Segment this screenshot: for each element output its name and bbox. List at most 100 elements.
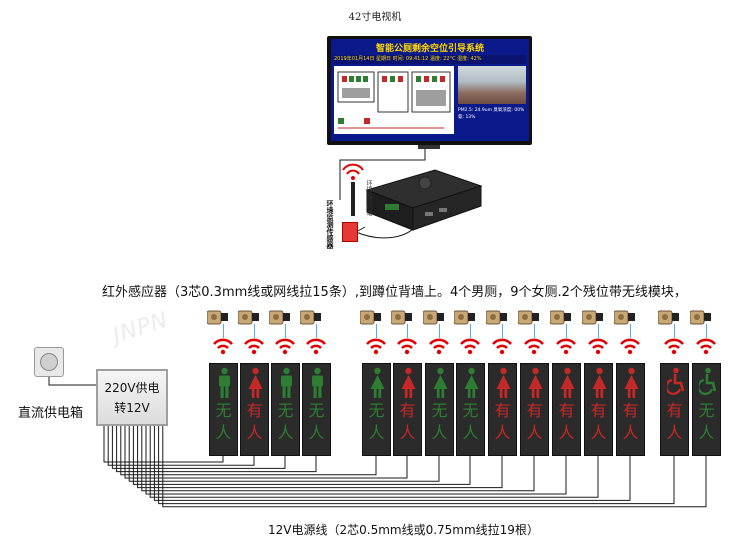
panel-status-char-1: 有	[246, 401, 263, 420]
female-icon	[464, 367, 479, 398]
stall-status-panel: 有人	[552, 363, 581, 456]
stall-status-panel: 有人	[616, 363, 645, 456]
panel-status-char-2: 人	[558, 423, 575, 442]
tv-stand	[418, 145, 440, 149]
infrared-sensor-icon	[582, 310, 603, 325]
tv-data-line: PM2.5: 24.9um 臭氧浓度: 00%	[458, 108, 525, 113]
wheelchair-icon	[699, 367, 716, 395]
controller-box	[365, 169, 483, 231]
sensor-wire	[470, 324, 471, 338]
power-caption: 12V电源线（2芯0.5mm线或0.75mm线拉19根）	[268, 523, 539, 537]
sensor-wire	[502, 324, 503, 338]
wifi-signal-icon	[244, 338, 264, 355]
wheelchair-icon	[667, 367, 684, 395]
stall-status-panel: 无人	[209, 363, 238, 456]
sensor-wire	[706, 324, 707, 338]
wifi-signal-icon	[620, 338, 640, 355]
male-icon	[312, 367, 323, 398]
antenna	[342, 163, 364, 216]
infrared-sensor-icon	[300, 310, 321, 325]
sensor-wire	[566, 324, 567, 338]
wifi-signal-icon	[429, 338, 449, 355]
panel-status-char-1: 有	[494, 401, 511, 420]
psu-line-2: 转12V	[114, 401, 150, 415]
stall-status-panel: 无人	[302, 363, 331, 456]
female-icon	[401, 367, 416, 398]
sensor-wire	[407, 324, 408, 338]
panel-status-char-1: 无	[215, 401, 232, 420]
stall-status-panel: 有人	[660, 363, 689, 456]
sensor-wire	[285, 324, 286, 338]
panel-status-char-2: 人	[368, 423, 385, 442]
panel-status-char-1: 有	[526, 401, 543, 420]
wifi-signal-icon	[696, 338, 716, 355]
env-sensor-label: 环境监测传感器	[326, 200, 334, 249]
wifi-signal-icon	[588, 338, 608, 355]
panel-status-char-1: 有	[558, 401, 575, 420]
power-outlet-icon	[34, 347, 64, 377]
infrared-sensor-icon	[614, 310, 635, 325]
infrared-sensor-icon	[360, 310, 381, 325]
power-supply-box: 220V供电 转12V	[96, 369, 168, 426]
panel-status-char-2: 人	[215, 423, 232, 442]
sensor-wire	[439, 324, 440, 338]
sensor-wire	[630, 324, 631, 338]
infrared-sensor-icon	[238, 310, 259, 325]
stall-status-panel: 无人	[456, 363, 485, 456]
wifi-signal-icon	[397, 338, 417, 355]
tv-caption: 42寸电视机	[348, 12, 402, 23]
stall-status-panel: 无人	[271, 363, 300, 456]
panel-status-char-1: 无	[308, 401, 325, 420]
tv-toilet-photo	[458, 66, 526, 104]
stall-status-panel: 有人	[520, 363, 549, 456]
infrared-sensor-icon	[454, 310, 475, 325]
floor-map-drawing	[337, 71, 451, 129]
wifi-signal-icon	[664, 338, 684, 355]
panel-status-char-2: 人	[666, 423, 683, 442]
env-terminal-label: 环境监测终端	[365, 180, 372, 216]
sensor-wire	[254, 324, 255, 338]
panel-status-char-1: 有	[666, 401, 683, 420]
panel-status-char-2: 人	[431, 423, 448, 442]
panel-status-char-1: 无	[431, 401, 448, 420]
stall-status-panel: 无人	[692, 363, 721, 456]
panel-status-char-1: 有	[622, 401, 639, 420]
panel-status-char-1: 有	[590, 401, 607, 420]
panel-status-char-2: 人	[308, 423, 325, 442]
wifi-signal-icon	[306, 338, 326, 355]
infrared-sensor-icon	[550, 310, 571, 325]
female-icon	[624, 367, 639, 398]
wifi-signal-icon	[213, 338, 233, 355]
wifi-signal-icon	[460, 338, 480, 355]
female-icon	[560, 367, 575, 398]
tv-data-panel: PM2.5: 24.9um 臭氧浓度: 00% 氨: 13%	[458, 107, 526, 121]
stall-status-panel: 无人	[425, 363, 454, 456]
infrared-sensor-icon	[269, 310, 290, 325]
infrared-sensor-icon	[207, 310, 228, 325]
env-sensor-box	[342, 222, 358, 242]
panel-status-char-2: 人	[246, 423, 263, 442]
tv-data-line: 氨: 13%	[458, 115, 476, 120]
wifi-signal-icon	[275, 338, 295, 355]
tv-screen: 智能公厕剩余空位引导系统 2019年01月14日 星期日 时间: 09:41:1…	[331, 39, 529, 141]
female-icon	[592, 367, 607, 398]
tv-screen-title: 智能公厕剩余空位引导系统	[375, 44, 484, 54]
panel-status-char-2: 人	[622, 423, 639, 442]
panel-status-char-1: 无	[698, 401, 715, 420]
stall-status-panel: 有人	[488, 363, 517, 456]
panel-status-char-1: 无	[277, 401, 294, 420]
panel-status-char-2: 人	[462, 423, 479, 442]
wifi-signal-icon	[556, 338, 576, 355]
sensor-wire	[598, 324, 599, 338]
female-icon	[248, 367, 263, 398]
tv-info-bar: 2019年01月14日 星期日 时间: 09:41:12 温度: 22°C 湿度…	[334, 55, 526, 64]
main-caption: 红外感应器（3芯0.3mm线或网线拉15条）,到蹲位背墙上。4个男厕，9个女厕.…	[102, 285, 687, 300]
sensor-wire	[534, 324, 535, 338]
panel-status-char-2: 人	[494, 423, 511, 442]
panel-status-char-1: 无	[368, 401, 385, 420]
stall-status-panel: 有人	[240, 363, 269, 456]
male-icon	[219, 367, 230, 398]
wifi-signal-icon	[366, 338, 386, 355]
sensor-wire	[376, 324, 377, 338]
